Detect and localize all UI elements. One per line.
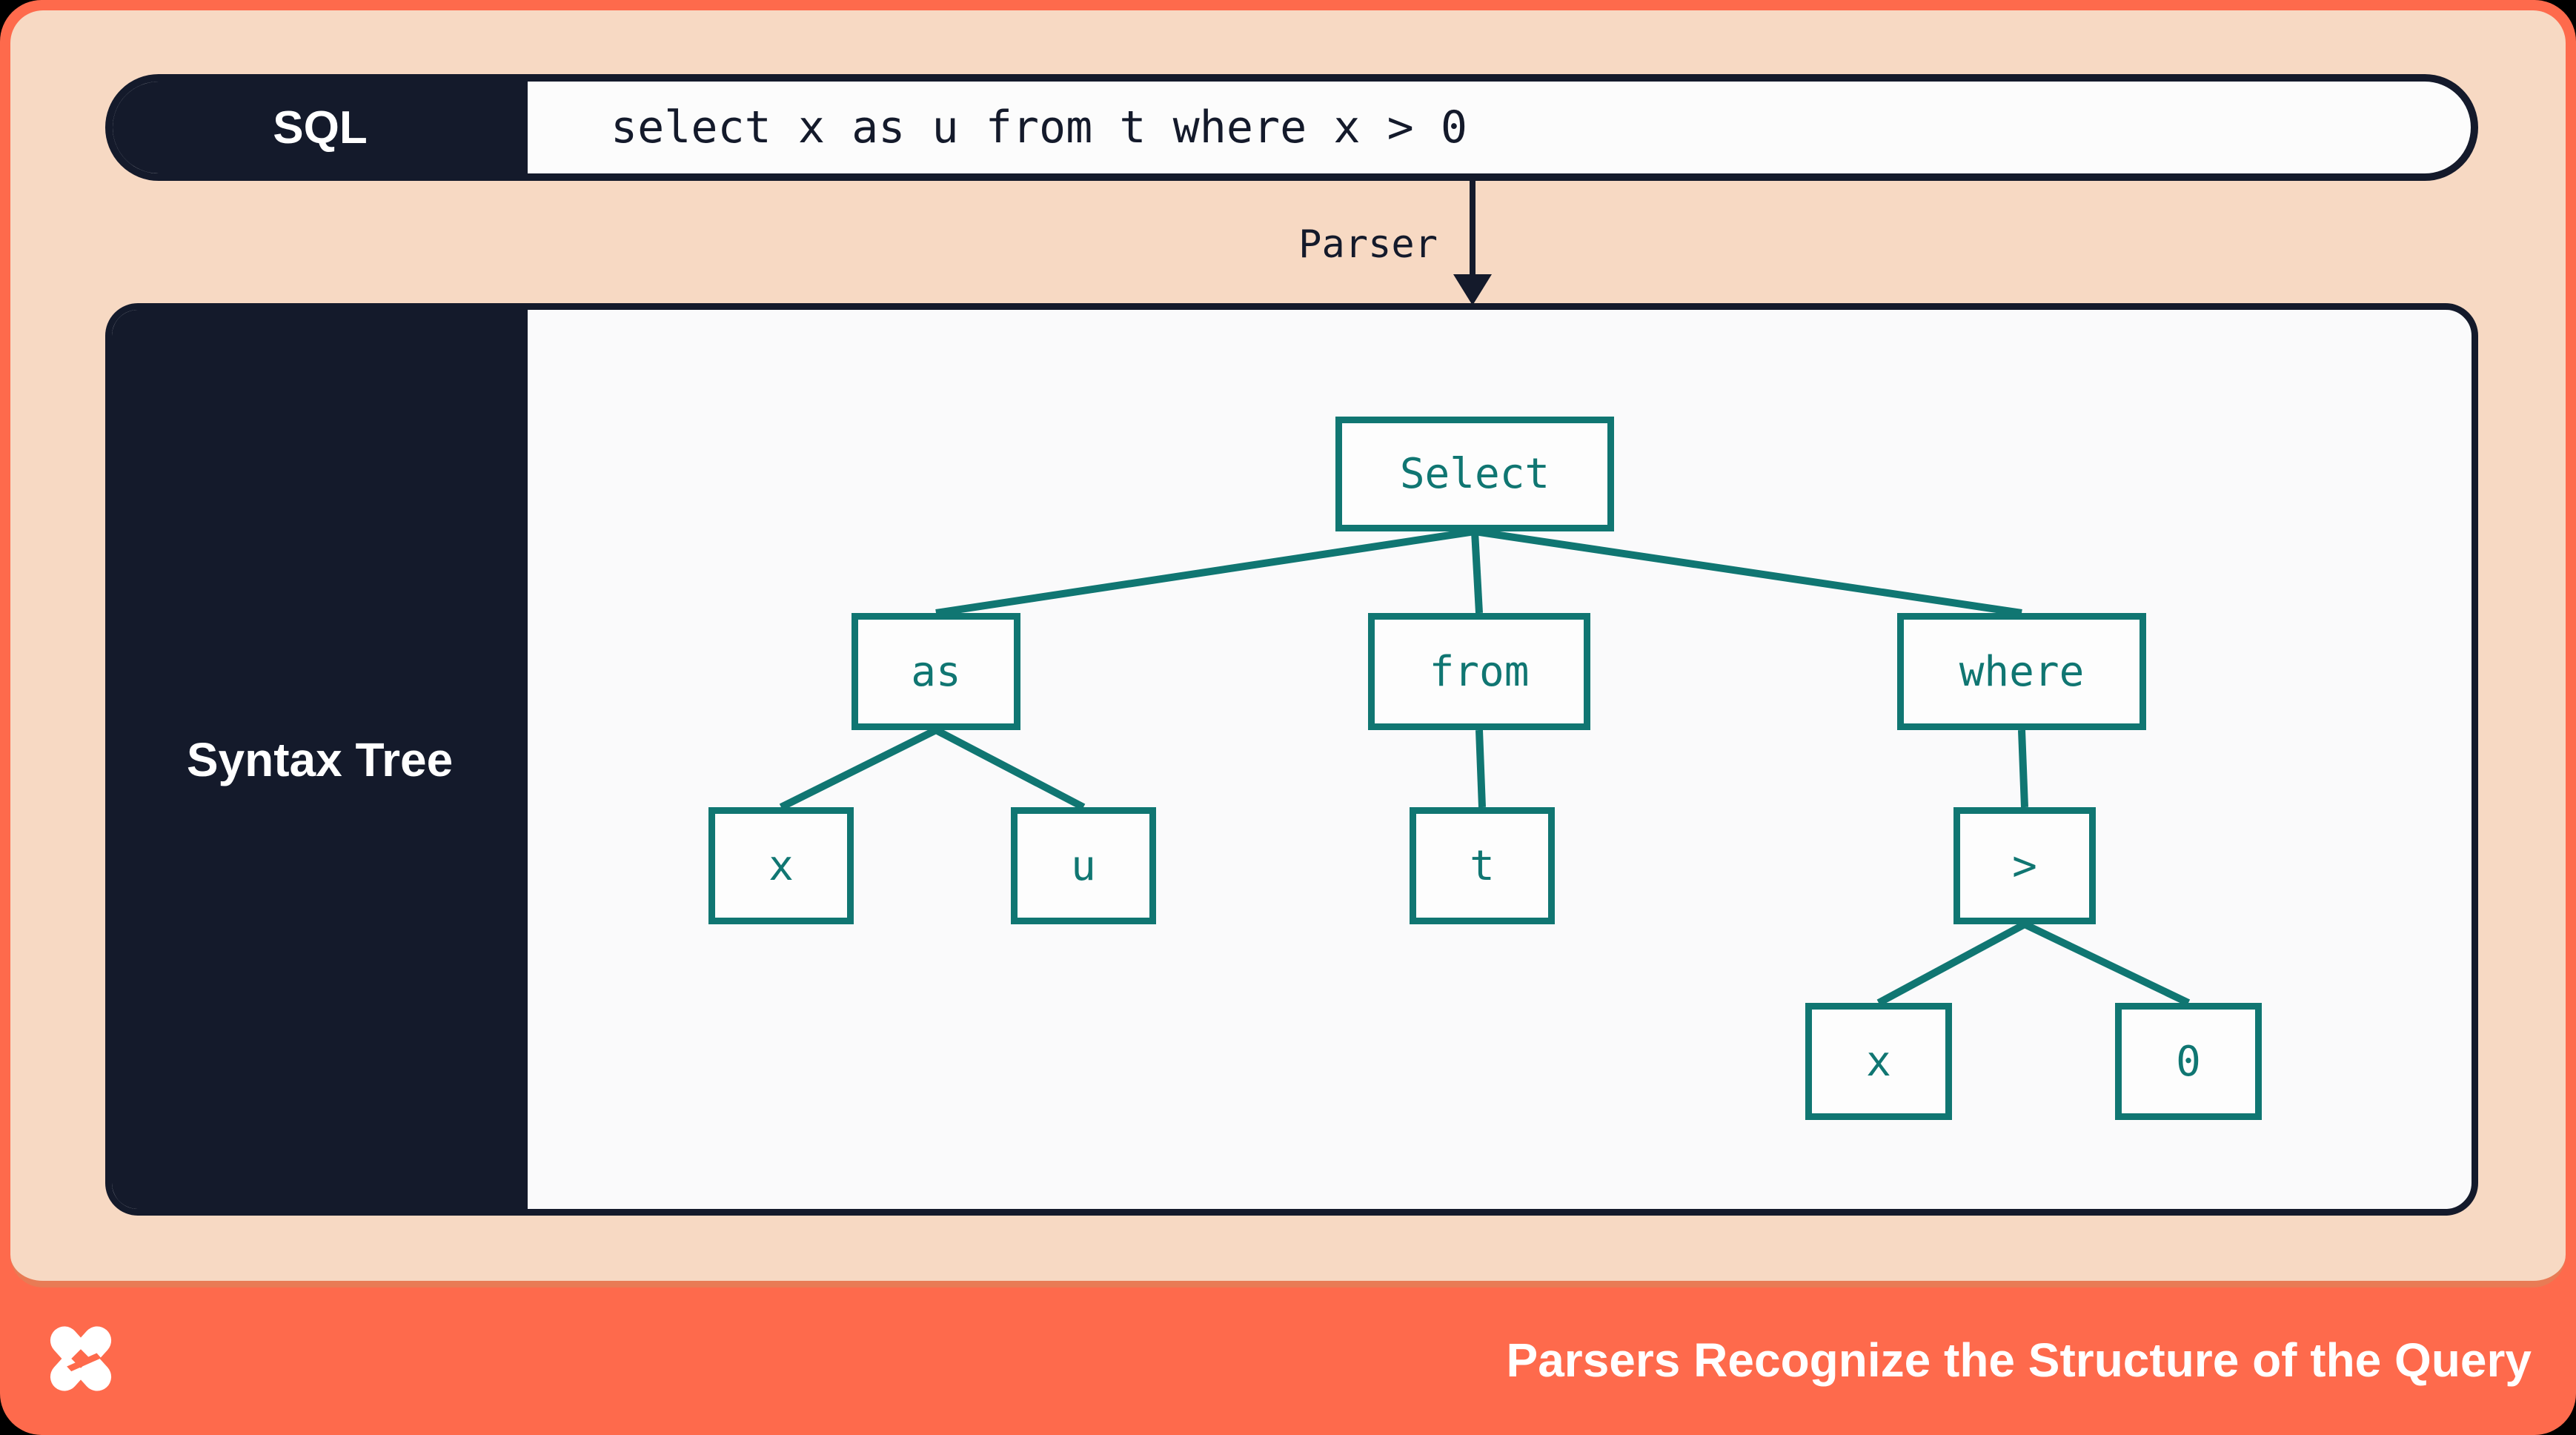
parser-label: Parser (1298, 222, 1438, 267)
tree-node-from: from (1368, 613, 1590, 730)
tree-node-zero: 0 (2115, 1003, 2262, 1120)
footer-title: Parsers Recognize the Structure of the Q… (1506, 1333, 2532, 1387)
tree-node-u: u (1011, 807, 1156, 924)
tree-node-as: as (852, 613, 1020, 730)
tree-node-x-alias: x (708, 807, 854, 924)
dolt-logo-icon (50, 1326, 112, 1391)
sql-bar: SQL select x as u from t where x > 0 (105, 74, 2478, 181)
syntax-tree-sidebar: Syntax Tree (112, 310, 528, 1209)
sql-bar-label: SQL (113, 82, 528, 173)
tree-node-select: Select (1335, 417, 1614, 531)
sql-query-text: select x as u from t where x > 0 (611, 102, 1467, 153)
tree-edges (779, 528, 2191, 1007)
tree-node-x-operand: x (1805, 1003, 1952, 1120)
syntax-tree-panel: Select as from where x u t > x 0 Syntax … (105, 303, 2478, 1216)
tree-node-t: t (1410, 807, 1555, 924)
syntax-tree-label: Syntax Tree (186, 732, 454, 786)
arrow-down-head-icon (1453, 274, 1492, 305)
tree-node-greater-than: > (1953, 807, 2096, 924)
arrow-down-icon (1470, 181, 1475, 276)
tree-node-where: where (1897, 613, 2146, 730)
